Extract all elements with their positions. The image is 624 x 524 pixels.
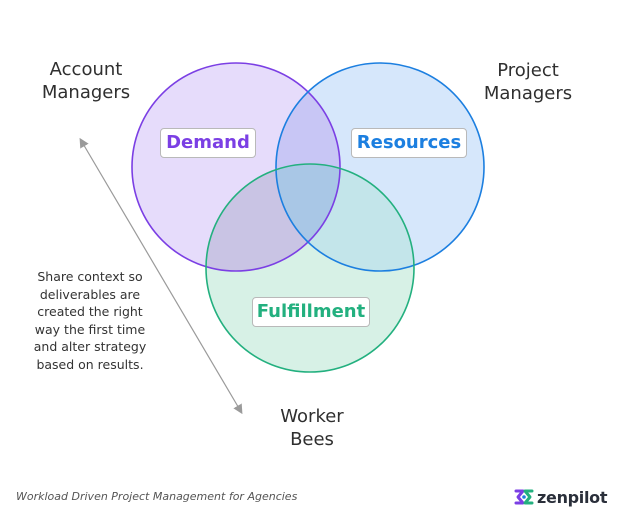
footer-caption: Workload Driven Project Management for A… (16, 490, 298, 503)
brand-name: zenpilot (537, 487, 608, 507)
account-managers-label: Account Managers (41, 59, 131, 103)
fulfillment-label: Fulfillment (252, 297, 370, 327)
project-managers-label: Project Managers (483, 60, 573, 104)
demand-label: Demand (160, 128, 256, 158)
zenpilot-logo: zenpilot (514, 486, 608, 508)
context-note: Share context so deliverables are create… (33, 269, 147, 372)
double-arrow-line (79, 137, 243, 415)
zenpilot-logo-icon (514, 489, 534, 505)
resources-circle-outline (275, 62, 485, 272)
resources-label: Resources (351, 128, 467, 158)
worker-bees-label: Worker Bees (280, 406, 344, 450)
